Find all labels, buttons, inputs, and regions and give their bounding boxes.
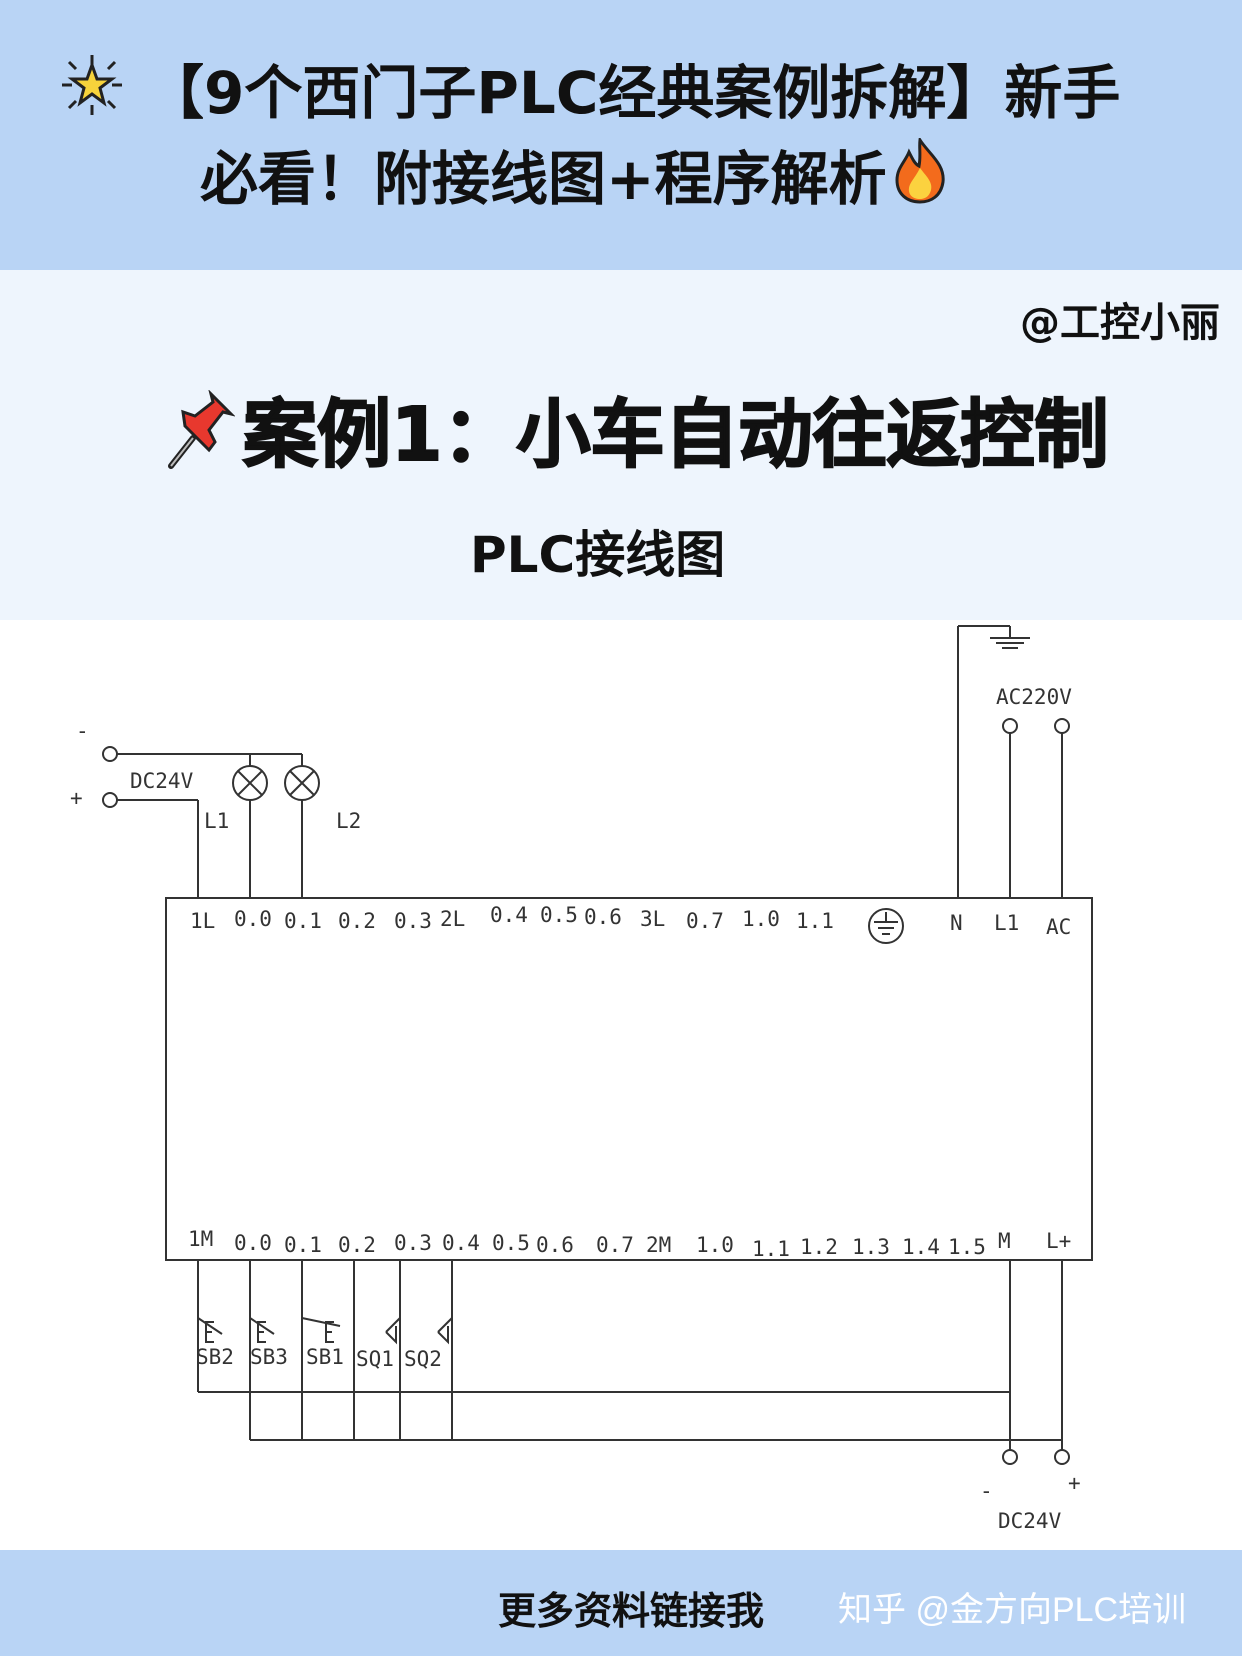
bottom-terminal: 1.4 [902, 1235, 940, 1259]
top-terminal-labels: 1L 0.0 0.1 0.2 0.3 2L 0.4 0.5 0.6 3L 0.7… [190, 903, 1071, 939]
top-terminal: L1 [994, 911, 1019, 935]
top-terminal: 0.4 [490, 903, 528, 927]
bottom-terminal: 0.5 [492, 1231, 530, 1255]
title-line-2: 必看！附接线图+程序解析 [200, 145, 887, 213]
dc-bottom-minus-label: - [980, 1479, 993, 1503]
ac-label: AC220V [996, 685, 1072, 709]
top-terminal: 1.1 [796, 909, 834, 933]
bottom-terminal: 1.5 [948, 1235, 986, 1259]
fire-icon [893, 136, 947, 227]
bottom-terminal: 1.3 [852, 1235, 890, 1259]
bottom-terminal: 1.0 [696, 1233, 734, 1257]
plc-wiring-diagram: - + DC24V L1 L2 AC220V 1L 0.0 0.1 0.2 0.… [70, 625, 1093, 1533]
author-tag: @工控小丽 [1020, 300, 1220, 346]
bottom-terminal: 0.4 [442, 1231, 480, 1255]
earth-ground-icon [868, 908, 904, 944]
ac-terminal-2 [1054, 718, 1070, 734]
bottom-terminal: 1M [188, 1227, 213, 1251]
footer-band [0, 1550, 1242, 1656]
lamp-l1 [232, 765, 268, 801]
star-icon [60, 53, 124, 140]
lamp-l1-label: L1 [204, 809, 229, 833]
bottom-terminal: 1.1 [752, 1237, 790, 1261]
top-terminal: 0.5 [540, 903, 578, 927]
top-terminal: 0.2 [338, 909, 376, 933]
switch-sb3 [249, 1317, 275, 1366]
top-terminal: N [950, 911, 963, 935]
top-terminal: 0.7 [686, 909, 724, 933]
input-label: SQ1 [356, 1347, 394, 1371]
top-terminal: 3L [640, 907, 665, 931]
bottom-terminal-labels: 1M 0.0 0.1 0.2 0.3 0.4 0.5 0.6 0.7 2M 1.… [188, 1227, 1071, 1261]
plc-module [165, 897, 1093, 1261]
bottom-terminal: 0.3 [394, 1231, 432, 1255]
bottom-terminal: 0.7 [596, 1233, 634, 1257]
switch-sb1 [301, 1317, 341, 1366]
top-terminal: 0.0 [234, 907, 272, 931]
switch-sb2 [197, 1317, 223, 1366]
diagram-subtitle: PLC接线图 [470, 526, 726, 584]
top-terminal: AC [1046, 915, 1071, 939]
dc-bottom-plus-label: + [1068, 1471, 1081, 1495]
switch-sq1 [353, 1317, 401, 1366]
dc-bottom-plus-terminal [1054, 1449, 1070, 1465]
dc-bottom-minus-terminal [1002, 1449, 1018, 1465]
input-label: SB3 [250, 1345, 288, 1369]
lamp-l2-label: L2 [336, 809, 361, 833]
top-terminal: 2L [440, 907, 465, 931]
bottom-terminal: 0.6 [536, 1233, 574, 1257]
dc-plus-terminal [102, 792, 118, 808]
input-label: SB2 [196, 1345, 234, 1369]
dc-plus-label: + [70, 786, 83, 810]
bottom-terminal: 1.2 [800, 1235, 838, 1259]
case-title-text: 案例1：小车自动往返控制 [242, 391, 1109, 479]
switch-sq2 [399, 1317, 453, 1366]
bottom-terminal: 0.0 [234, 1231, 272, 1255]
more-resources-text: 更多资料链接我 [498, 1589, 765, 1633]
bottom-terminal: 2M [646, 1233, 671, 1257]
bottom-terminal: 0.1 [284, 1233, 322, 1257]
header-band [0, 0, 1242, 270]
input-label: SB1 [306, 1345, 344, 1369]
dc-minus-terminal [102, 746, 118, 762]
bottom-terminal: 0.2 [338, 1233, 376, 1257]
lamp-l2 [284, 765, 320, 801]
bottom-terminal: L+ [1046, 1229, 1071, 1253]
top-terminal: 0.6 [584, 905, 622, 929]
dc-bottom-label: DC24V [998, 1509, 1062, 1533]
dc-minus-label: - [76, 719, 89, 743]
dc-top-label: DC24V [130, 769, 194, 793]
input-device-labels: SB2 SB3 SB1 SQ1 SQ2 [196, 1345, 442, 1371]
bottom-terminal: M [998, 1229, 1011, 1253]
top-terminal: 0.3 [394, 909, 432, 933]
watermark: 知乎 @金方向PLC培训 [838, 1591, 1187, 1629]
pushpin-icon [165, 389, 236, 488]
top-terminal: 0.1 [284, 909, 322, 933]
top-terminal: 1L [190, 909, 215, 933]
case-title: 案例1：小车自动往返控制 [165, 375, 1109, 488]
input-label: SQ2 [404, 1347, 442, 1371]
title-line-1: 【9个西门子PLC经典案例拆解】新手 [146, 59, 1121, 127]
ac-terminal-1 [1002, 718, 1018, 734]
top-terminal: 1.0 [742, 907, 780, 931]
